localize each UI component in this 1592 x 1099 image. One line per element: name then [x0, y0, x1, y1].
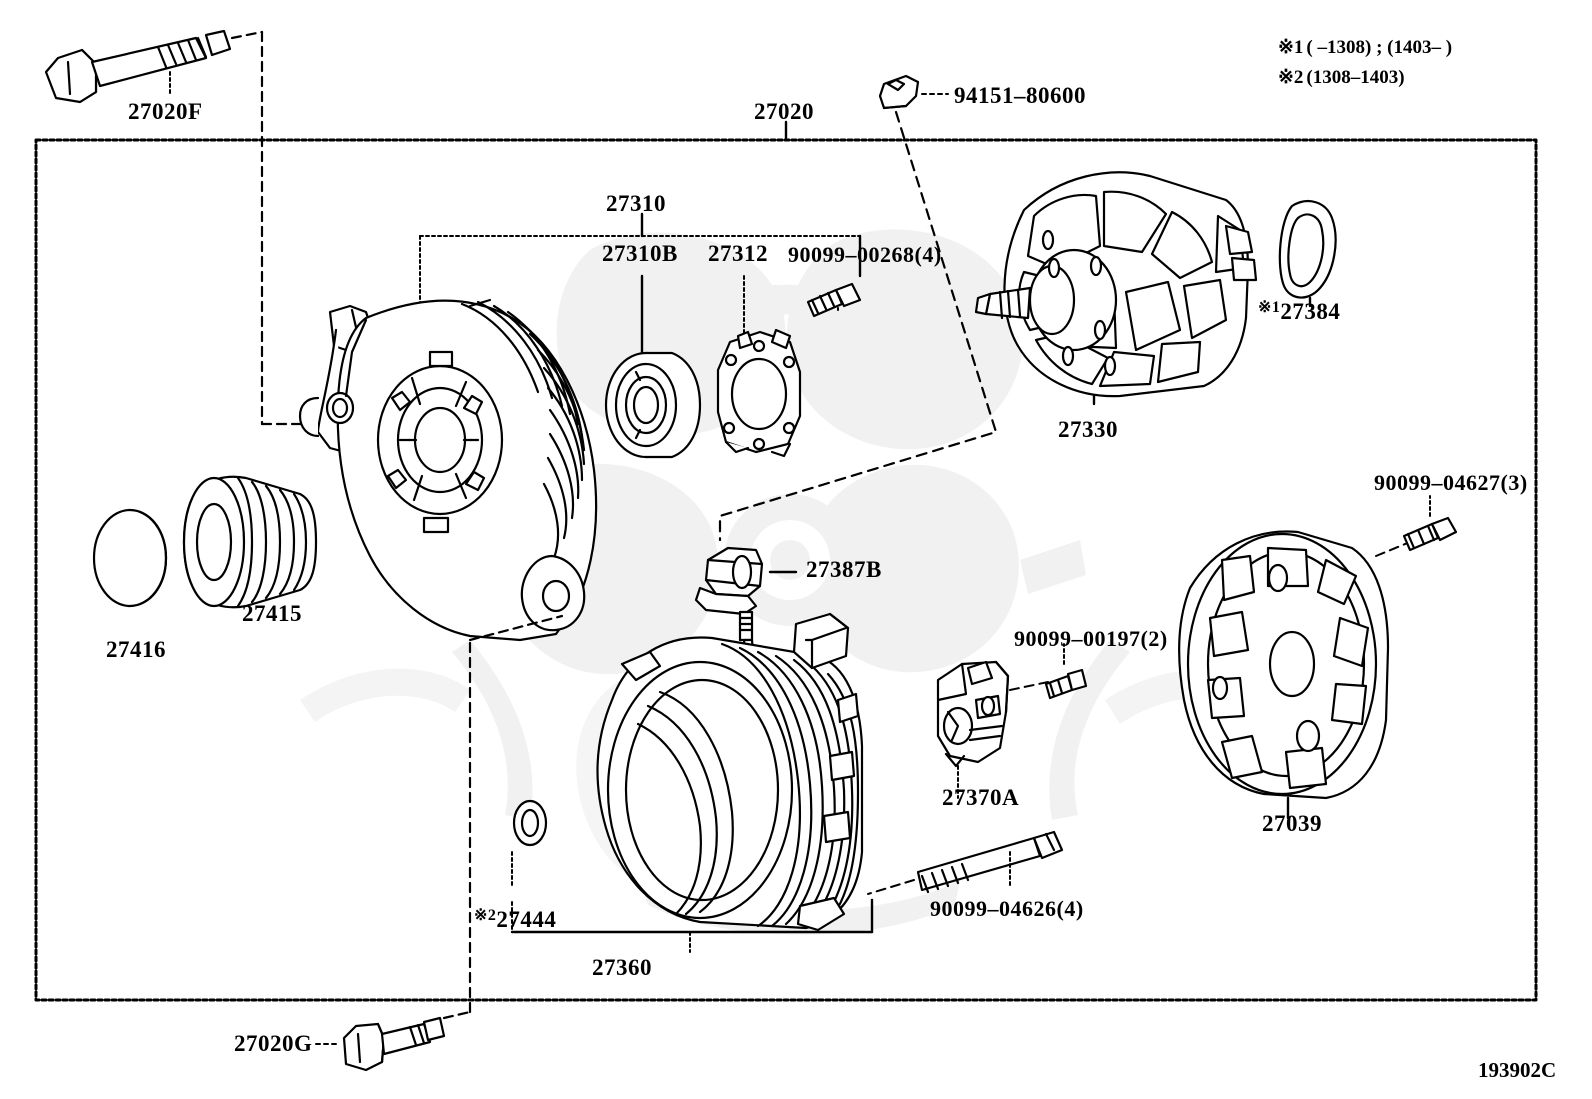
- label-27310B: 27310B: [602, 241, 678, 266]
- part-27416-cap: [92, 508, 168, 608]
- part-27384-seal: [1278, 200, 1337, 299]
- label-27370A: 27370A: [942, 785, 1020, 810]
- part-27330-rotor: [974, 171, 1258, 398]
- note-2-text: (1308–1403): [1306, 67, 1405, 88]
- part-27444-oring: [512, 799, 548, 847]
- label-27330: 27330: [1058, 417, 1118, 442]
- part-27310-drive-end-frame: [298, 298, 598, 642]
- label-27387B: 27387B: [806, 557, 882, 582]
- part-27312-plate: [716, 328, 802, 458]
- label-27415: 27415: [242, 601, 302, 626]
- part-27039-rear-cover: [1178, 530, 1390, 800]
- part-27310B-bearing: [604, 351, 702, 459]
- label-27039: 27039: [1262, 811, 1322, 836]
- part-90099-00268-screw: [806, 282, 862, 318]
- label-94151-80600: 94151–80600: [954, 83, 1086, 108]
- label-90099-04627: 90099–04627(3): [1374, 470, 1528, 495]
- note-1-text: ( –1308) ; (1403– ): [1306, 37, 1453, 58]
- part-27020G-bolt: [342, 1016, 446, 1072]
- label-27360: 27360: [592, 955, 652, 980]
- label-27384-value: 27384: [1280, 299, 1341, 324]
- note-1: ※1( –1308) ; (1403– ): [1278, 38, 1452, 57]
- part-27415-pulley: [182, 475, 318, 609]
- note-2: ※2(1308–1403): [1278, 68, 1405, 87]
- label-27416: 27416: [106, 637, 166, 662]
- label-27444-mark: ※2: [474, 907, 497, 924]
- label-90099-04626: 90099–04626(4): [930, 896, 1084, 921]
- label-27310: 27310: [606, 191, 666, 216]
- note-1-marker: ※1: [1278, 37, 1304, 58]
- label-90099-00197: 90099–00197(2): [1014, 626, 1168, 651]
- label-27020G: 27020G: [234, 1031, 313, 1056]
- label-27384: ※127384: [1258, 299, 1341, 324]
- diagram-id-code: 193902C: [1478, 1058, 1557, 1082]
- label-27444: ※227444: [474, 907, 557, 932]
- part-94151-nut: [878, 74, 920, 110]
- part-27020F-bolt: [44, 29, 232, 104]
- part-27370A-regulator: [936, 660, 1010, 768]
- label-27020: 27020: [754, 99, 814, 124]
- part-90099-00197-screw: [1044, 668, 1088, 700]
- label-27020F: 27020F: [128, 99, 203, 124]
- label-90099-00268: 90099–00268(4): [788, 242, 942, 267]
- label-27312: 27312: [708, 241, 768, 266]
- part-27360-stator: [596, 612, 864, 932]
- label-27444-value: 27444: [496, 907, 557, 932]
- label-27384-mark: ※1: [1258, 299, 1281, 316]
- part-90099-04626-bolt: [916, 830, 1064, 894]
- part-90099-04627-screw: [1402, 516, 1458, 552]
- note-2-marker: ※2: [1278, 67, 1304, 88]
